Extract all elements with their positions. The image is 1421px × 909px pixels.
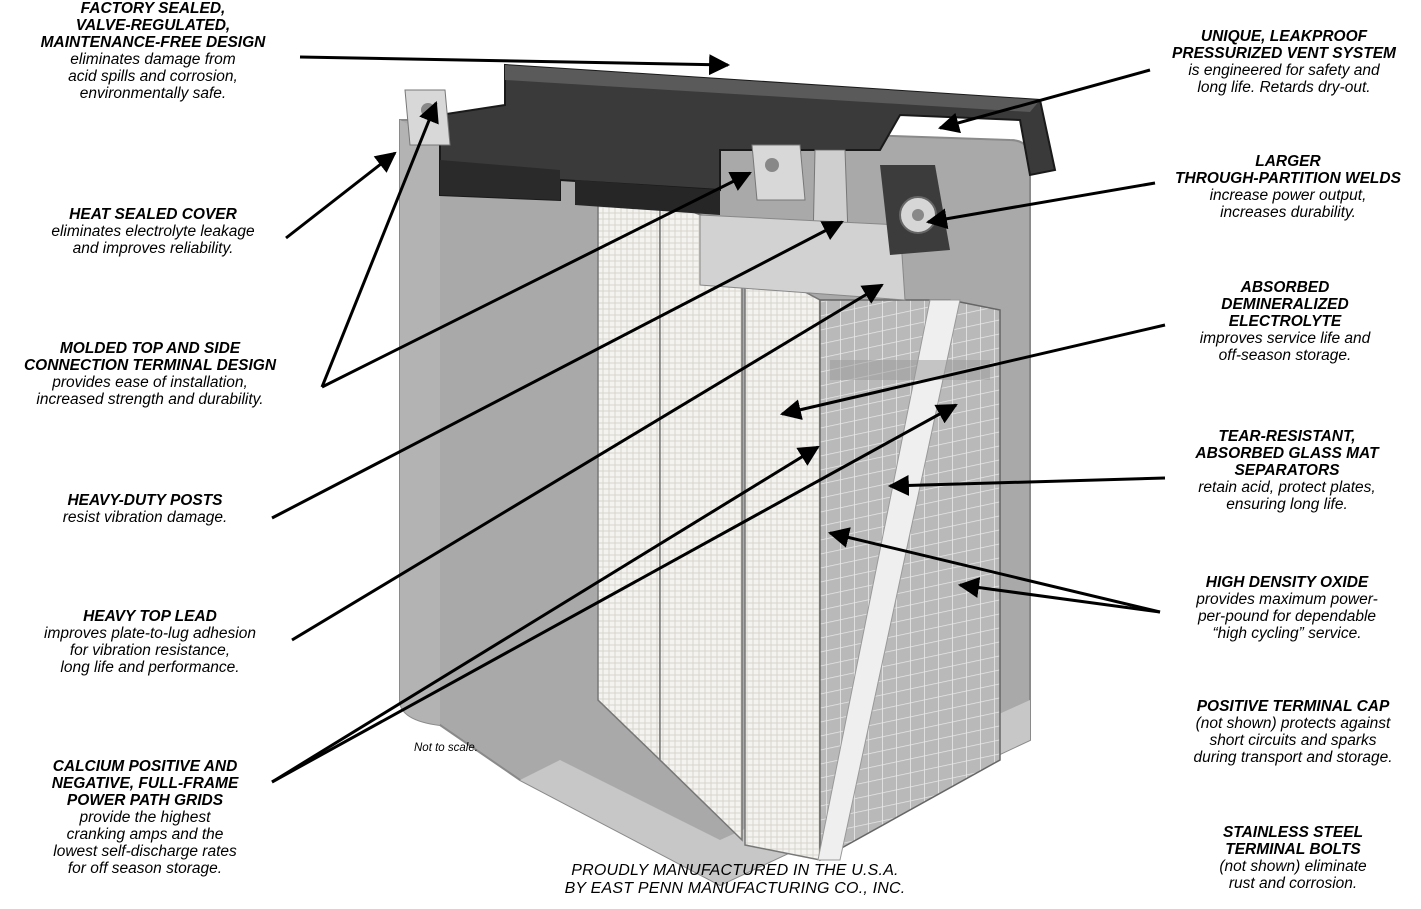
- callout-body: is engineered for safety and: [1188, 62, 1380, 79]
- manufacturer-footer: PROUDLY MANUFACTURED IN THE U.S.A. BY EA…: [505, 862, 965, 898]
- callout-heading: ELECTROLYTE: [1228, 313, 1342, 330]
- callout-glass-mat-separators: TEAR-RESISTANT, ABSORBED GLASS MAT SEPAR…: [1168, 428, 1406, 513]
- callout-molded-top: MOLDED TOP AND SIDE CONNECTION TERMINAL …: [4, 340, 296, 408]
- callout-heading: HEAVY-DUTY POSTS: [67, 492, 223, 509]
- callout-body: improves plate-to-lug adhesion: [44, 625, 256, 642]
- callout-heading: ABSORBED: [1240, 279, 1330, 296]
- callout-body: retain acid, protect plates,: [1198, 479, 1376, 496]
- callout-arrows: [271, 54, 1166, 784]
- callout-body: environmentally safe.: [79, 85, 227, 102]
- arrow-heat-sealed-cover: [285, 151, 397, 240]
- arrow-factory-sealed: [299, 54, 731, 76]
- callout-body: ensuring long life.: [1226, 496, 1348, 513]
- callout-heat-sealed-cover: HEAT SEALED COVER eliminates electrolyte…: [18, 206, 288, 257]
- callout-heading: HEAT SEALED COVER: [69, 206, 237, 223]
- callout-body: off-season storage.: [1218, 347, 1352, 364]
- arrow-molded-top-1: [320, 101, 439, 388]
- callout-body: increases durability.: [1220, 204, 1356, 221]
- arrow-grids-1: [271, 445, 820, 784]
- callout-body: increased strength and durability.: [36, 391, 264, 408]
- callout-heading: CONNECTION TERMINAL DESIGN: [23, 357, 277, 374]
- arrow-molded-top-2: [321, 171, 752, 389]
- callout-body: per-pound for dependable: [1197, 608, 1377, 625]
- callout-body: increase power output,: [1209, 187, 1367, 204]
- callout-body: and improves reliability.: [72, 240, 234, 257]
- callout-heading: TEAR-RESISTANT,: [1218, 428, 1356, 445]
- callout-factory-sealed: FACTORY SEALED, VALVE-REGULATED, MAINTEN…: [10, 0, 296, 102]
- callout-body: acid spills and corrosion,: [68, 68, 238, 85]
- callout-heading: NEGATIVE, FULL-FRAME: [51, 775, 239, 792]
- callout-body: provide the highest: [79, 809, 211, 826]
- callout-body: lowest self-discharge rates: [53, 843, 237, 860]
- callout-absorbed-electrolyte: ABSORBED DEMINERALIZED ELECTROLYTE impro…: [1175, 279, 1395, 364]
- callout-heading: POWER PATH GRIDS: [66, 792, 224, 809]
- callout-heading: STAINLESS STEEL: [1222, 824, 1364, 841]
- scale-note: Not to scale.: [414, 742, 478, 754]
- arrow-welds: [925, 181, 1156, 230]
- callout-body: provides ease of installation,: [52, 374, 248, 391]
- callout-heavy-duty-posts: HEAVY-DUTY POSTS resist vibration damage…: [20, 492, 270, 526]
- callout-heading: CALCIUM POSITIVE AND: [52, 758, 238, 775]
- callout-body: eliminates electrolyte leakage: [51, 223, 255, 240]
- callout-body: for off season storage.: [67, 860, 223, 877]
- arrow-electrolyte: [779, 323, 1166, 420]
- callout-body: long life. Retards dry-out.: [1197, 79, 1371, 96]
- callout-body: (not shown) eliminate: [1219, 858, 1367, 875]
- callout-heading: THROUGH-PARTITION WELDS: [1175, 170, 1401, 187]
- callout-calcium-grids: CALCIUM POSITIVE AND NEGATIVE, FULL-FRAM…: [20, 758, 270, 877]
- callout-body: “high cycling” service.: [1212, 625, 1362, 642]
- callout-body: (not shown) protects against: [1195, 715, 1391, 732]
- callout-high-density-oxide: HIGH DENSITY OXIDE provides maximum powe…: [1168, 574, 1406, 642]
- battery-cover: [439, 63, 1057, 215]
- arrow-oxide-1: [827, 527, 1161, 614]
- callout-heading: DEMINERALIZED: [1221, 296, 1349, 313]
- callout-body: cranking amps and the: [66, 826, 224, 843]
- arrow-vent-system: [937, 68, 1151, 134]
- callout-body: improves service life and: [1199, 330, 1371, 347]
- callout-heading: VALVE-REGULATED,: [75, 17, 231, 34]
- callout-positive-terminal-cap: POSITIVE TERMINAL CAP (not shown) protec…: [1168, 698, 1418, 766]
- callout-heading: MOLDED TOP AND SIDE: [59, 340, 241, 357]
- callout-body: eliminates damage from: [70, 51, 236, 68]
- callout-heading: FACTORY SEALED,: [80, 0, 226, 17]
- callout-vent-system: UNIQUE, LEAKPROOF PRESSURIZED VENT SYSTE…: [1150, 28, 1418, 96]
- callout-heading: PRESSURIZED VENT SYSTEM: [1172, 45, 1396, 62]
- callout-body: provides maximum power-: [1196, 591, 1378, 608]
- footer-line: BY EAST PENN MANUFACTURING CO., INC.: [564, 880, 906, 897]
- callout-heading: HIGH DENSITY OXIDE: [1205, 574, 1369, 591]
- callout-body: rust and corrosion.: [1228, 875, 1358, 892]
- callout-body: during transport and storage.: [1193, 749, 1393, 766]
- arrow-grids-2: [271, 403, 958, 784]
- callout-body: short circuits and sparks: [1209, 732, 1377, 749]
- callout-heavy-top-lead: HEAVY TOP LEAD improves plate-to-lug adh…: [12, 608, 288, 676]
- callout-heading: TERMINAL BOLTS: [1225, 841, 1361, 858]
- callout-heading: HEAVY TOP LEAD: [83, 608, 217, 625]
- callout-body: resist vibration damage.: [62, 509, 228, 526]
- callout-heading: UNIQUE, LEAKPROOF: [1200, 28, 1368, 45]
- arrow-heavy-top-lead: [291, 283, 884, 642]
- callout-heading: LARGER: [1255, 153, 1321, 170]
- footer-line: PROUDLY MANUFACTURED IN THE U.S.A.: [571, 862, 899, 879]
- callout-through-partition-welds: LARGER THROUGH-PARTITION WELDS increase …: [1158, 153, 1418, 221]
- callout-heading: SEPARATORS: [1234, 462, 1340, 479]
- callout-body: for vibration resistance,: [69, 642, 231, 659]
- arrow-heavy-duty-posts: [271, 220, 844, 520]
- arrow-oxide-2: [957, 577, 1161, 614]
- callout-heading: ABSORBED GLASS MAT: [1195, 445, 1379, 462]
- callout-body: long life and performance.: [60, 659, 240, 676]
- callout-stainless-steel-bolts: STAINLESS STEEL TERMINAL BOLTS (not show…: [1180, 824, 1406, 892]
- callout-heading: MAINTENANCE-FREE DESIGN: [40, 34, 266, 51]
- arrow-separators: [887, 474, 1166, 496]
- callout-heading: POSITIVE TERMINAL CAP: [1196, 698, 1390, 715]
